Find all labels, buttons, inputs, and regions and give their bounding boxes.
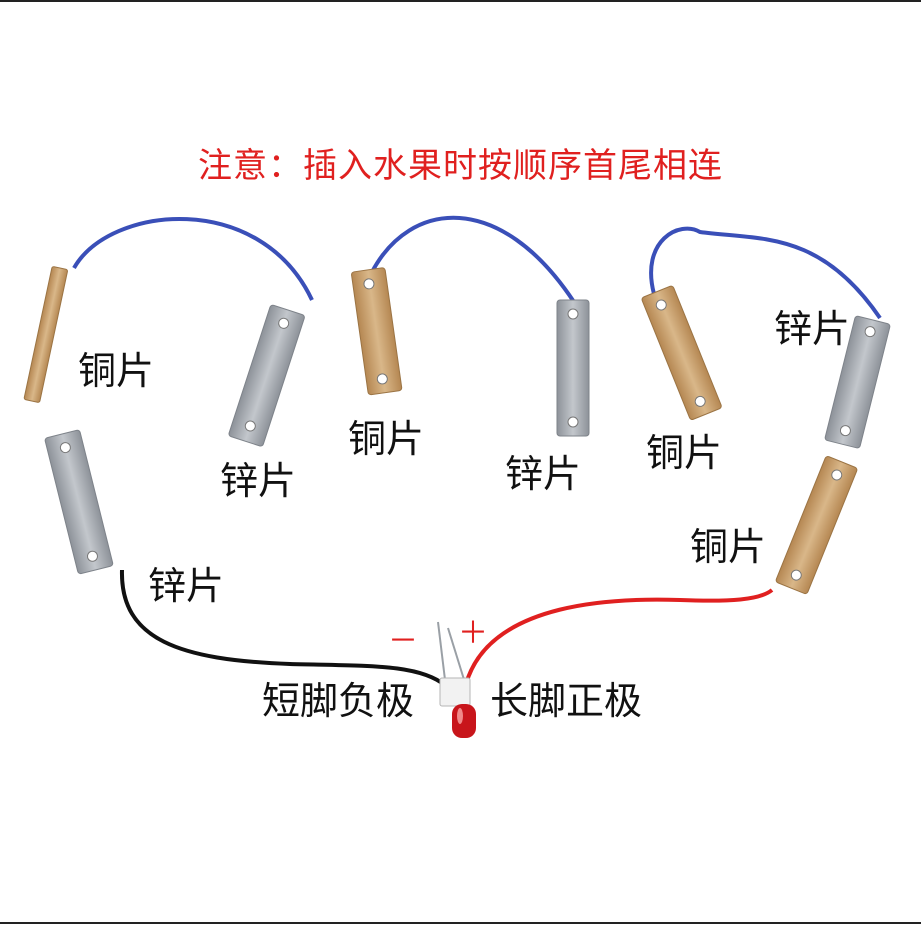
zinc-strip-bottom (44, 429, 114, 575)
label-zinc-bottom: 锌片 (148, 564, 225, 608)
copper-strip-bottom (775, 456, 858, 595)
label-copper-1: 铜片 (78, 349, 155, 393)
copper-strip-3 (641, 285, 722, 420)
label-copper-2: 铜片 (348, 417, 425, 461)
blue-wire-3 (649, 226, 882, 320)
label-copper-bottom: 铜片 (690, 525, 767, 569)
led-icon (437, 621, 476, 738)
label-zinc-2: 锌片 (505, 452, 582, 496)
page-title: 注意：插入水果时按顺序首尾相连 (198, 146, 723, 186)
black-wire (119, 569, 448, 688)
red-wire (464, 588, 774, 685)
label-short-leg-negative: 短脚负极 (262, 679, 415, 723)
blue-wire-2 (370, 216, 576, 304)
label-zinc-3: 锌片 (774, 307, 851, 351)
zinc-strip-3 (824, 315, 891, 449)
plus-sign: ＋ (458, 616, 488, 651)
bottom-border (0, 922, 921, 924)
label-long-leg-positive: 长脚正极 (490, 679, 643, 723)
top-border (0, 0, 921, 2)
copper-strip-1 (23, 266, 68, 403)
minus-sign: － (388, 624, 418, 659)
zinc-strip-2 (556, 299, 590, 437)
label-copper-3: 铜片 (646, 431, 723, 475)
copper-strip-2 (351, 267, 403, 396)
zinc-strip-1 (228, 304, 305, 447)
blue-wire-1 (72, 216, 314, 301)
label-zinc-1: 锌片 (220, 459, 297, 503)
